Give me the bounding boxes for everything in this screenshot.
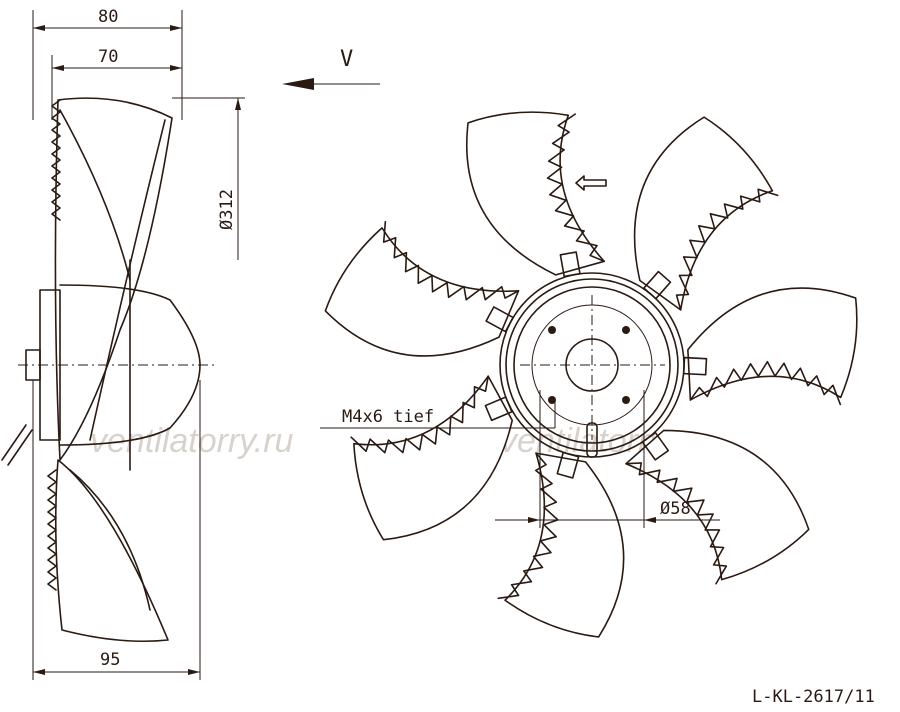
blade-serration — [546, 113, 605, 263]
screw-hole — [548, 396, 556, 404]
drawing-id: L-KL-2617/11 — [752, 687, 875, 707]
dim-diameter-312: Ø312 — [217, 189, 237, 230]
fan-blade — [633, 116, 779, 311]
screw-hole — [548, 326, 556, 334]
blade-serration — [382, 220, 520, 301]
dim-95: 95 — [100, 650, 120, 670]
blade-serration — [350, 375, 489, 454]
view-label: V — [340, 47, 353, 72]
dim-80: 80 — [98, 7, 118, 27]
blade-serration — [497, 452, 559, 600]
front-view: M4x6 tief Ø58 — [320, 111, 858, 638]
fan-blade — [466, 111, 605, 278]
screw-hole — [622, 396, 630, 404]
thread-note: M4x6 tief — [342, 407, 434, 427]
dim-70: 70 — [98, 47, 118, 67]
dim-diameter-58: Ø58 — [660, 499, 691, 519]
fan-blade — [350, 375, 514, 541]
fan-blade — [625, 429, 810, 585]
blade-serration — [689, 360, 842, 406]
fan-blade — [497, 451, 625, 638]
blade-serration — [675, 188, 779, 311]
screw-hole — [622, 326, 630, 334]
fan-blade — [324, 220, 520, 357]
side-view: 80 70 95 Ø312 — [1, 7, 380, 680]
fan-blades — [324, 111, 858, 638]
blade-serration — [625, 462, 728, 585]
fan-blade — [682, 287, 858, 406]
